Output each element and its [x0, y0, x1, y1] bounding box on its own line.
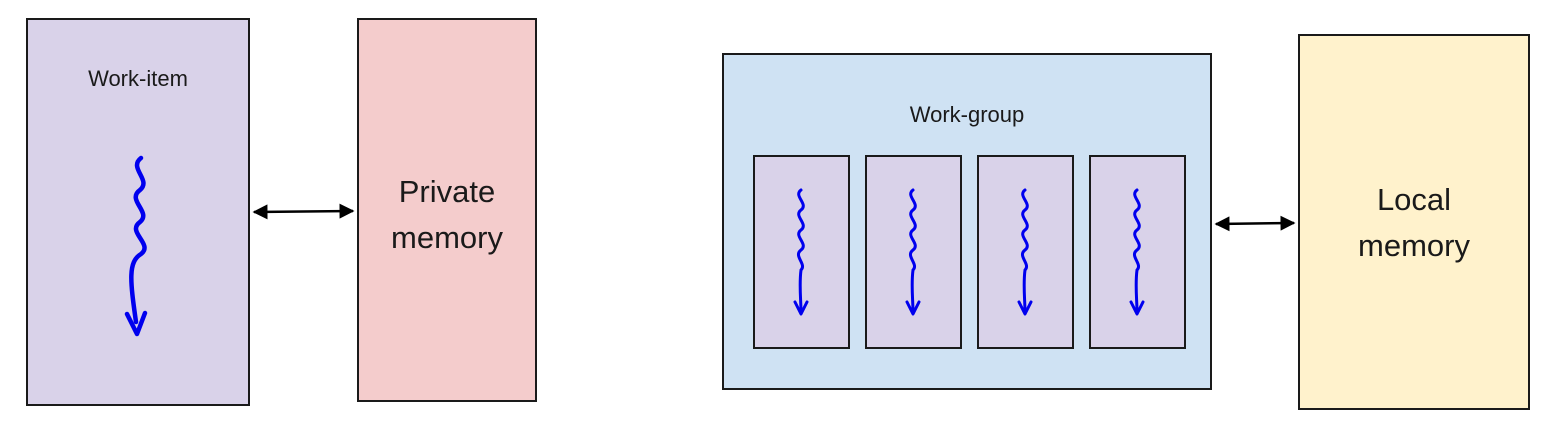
work-item-private-memory-double-arrow [252, 203, 355, 220]
local-memory-label-line1: Local [1376, 182, 1452, 217]
work-group-work-item-3 [977, 155, 1074, 349]
private-memory-label-line2: memory [391, 220, 503, 255]
work-group-work-item-2 [865, 155, 962, 349]
thread-squiggle-icon-4 [1129, 188, 1145, 316]
local-memory-box [1298, 34, 1530, 410]
thread-squiggle-icon-1 [793, 188, 809, 316]
work-group-label: Work-group [909, 102, 1025, 127]
work-group-work-item-4 [1089, 155, 1186, 349]
work-group-local-memory-double-arrow [1214, 215, 1296, 232]
thread-squiggle-icon-3 [1017, 188, 1033, 316]
work-item-label: Work-item [88, 66, 188, 91]
private-memory-box [357, 18, 537, 402]
work-item-box [26, 18, 250, 406]
local-memory-label-line2: memory [1358, 228, 1470, 263]
thread-squiggle-icon-2 [905, 188, 921, 316]
thread-squiggle-icon [124, 155, 148, 337]
private-memory-label-line1: Private [398, 174, 496, 209]
work-group-work-item-1 [753, 155, 850, 349]
